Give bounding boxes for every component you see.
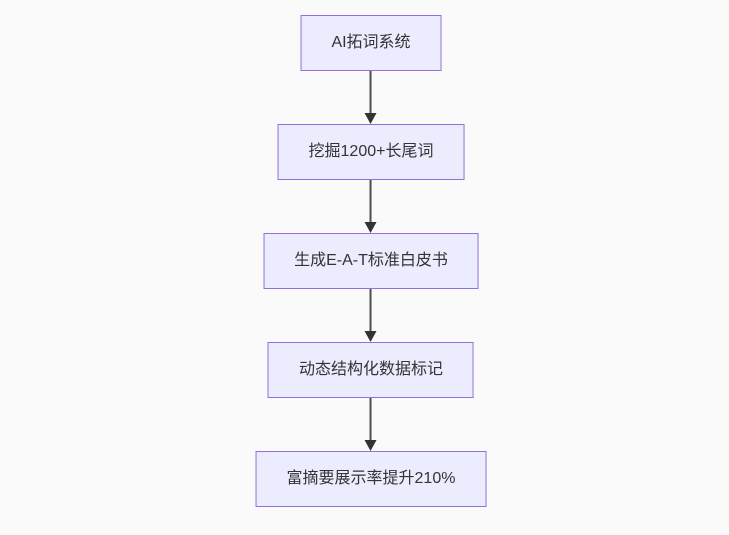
flow-node-rich-snippet-result: 富摘要展示率提升210%: [255, 451, 487, 507]
edge-arrow-2: [364, 180, 378, 233]
flow-node-longtail-mining: 挖掘1200+长尾词: [277, 124, 465, 180]
flow-node-structured-data-markup: 动态结构化数据标记: [267, 342, 474, 398]
arrowhead-down-icon: [365, 222, 377, 233]
edge-line: [370, 180, 372, 223]
edge-arrow-3: [364, 289, 378, 342]
flow-node-ai-keyword-system: AI拓词系统: [300, 15, 442, 71]
edge-arrow-1: [364, 71, 378, 124]
edge-line: [370, 289, 372, 332]
arrowhead-down-icon: [365, 113, 377, 124]
flowchart: AI拓词系统 挖掘1200+长尾词 生成E-A-T标准白皮书 动态结构化数据标记…: [255, 15, 487, 507]
flow-node-eat-whitepaper: 生成E-A-T标准白皮书: [263, 233, 479, 289]
edge-line: [370, 398, 372, 441]
edge-arrow-4: [364, 398, 378, 451]
arrowhead-down-icon: [365, 440, 377, 451]
edge-line: [370, 71, 372, 114]
arrowhead-down-icon: [365, 331, 377, 342]
